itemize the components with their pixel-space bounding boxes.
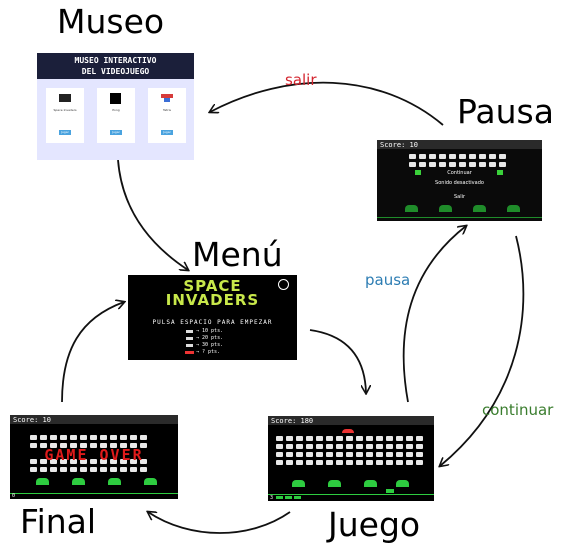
bunker (405, 205, 418, 212)
selector-arrow-icon (415, 170, 421, 175)
invader-row (409, 154, 506, 159)
menu-points-item: → 20 pts. (196, 335, 224, 341)
arrow-pausa-to-juego (440, 235, 525, 466)
invader-row (276, 460, 423, 465)
bunker (36, 478, 49, 485)
museo-card-name: Pong (112, 108, 120, 112)
arrow-menu-to-juego (309, 329, 366, 393)
bunker (396, 480, 409, 487)
invader-row (276, 444, 423, 449)
museo-banner-line1: MUSEO INTERACTIVO (74, 56, 157, 65)
invader-icon (186, 344, 193, 347)
pong-icon (110, 93, 121, 104)
bunker (473, 205, 486, 212)
museo-card-pong[interactable]: Pong Jugar (97, 88, 135, 143)
invader-icon (59, 94, 71, 102)
arrow-juego-to-pausa (402, 226, 466, 403)
final-score: Score: 10 (13, 416, 51, 424)
bunker (439, 205, 452, 212)
bunker (108, 478, 121, 485)
menu-points-item: → 30 pts. (196, 342, 224, 348)
arrow-final-to-menu (61, 302, 124, 403)
museo-card-name: Tetris (163, 108, 171, 112)
pausa-option-salir[interactable]: Salir (453, 194, 466, 200)
museo-card-tetris[interactable]: Tetris Jugar (148, 88, 186, 143)
life-icon (285, 496, 292, 499)
arrow-pausa-to-museo (210, 81, 444, 126)
bunker (144, 478, 157, 485)
museo-card-play-button[interactable]: Jugar (59, 130, 71, 135)
ufo-icon (342, 429, 354, 433)
node-title-final: Final (20, 502, 97, 541)
node-title-menu: Menú (192, 235, 283, 274)
menu-screenshot: SPACE INVADERS PULSA ESPACIO PARA EMPEZA… (128, 275, 297, 360)
invader-icon (186, 337, 193, 340)
museo-banner-line2: DEL VIDEOJUEGO (81, 67, 150, 76)
juego-lives: 3 (270, 495, 274, 501)
menu-prompt: PULSA ESPACIO PARA EMPEZAR (152, 319, 273, 326)
node-title-juego: Juego (328, 505, 421, 544)
pausa-score: Score: 10 (380, 141, 418, 149)
museo-card-space-invaders[interactable]: Space Invaders Jugar (46, 88, 84, 143)
final-footer: 0 (12, 493, 16, 499)
sound-toggle-icon[interactable] (278, 279, 289, 290)
pausa-screenshot: Score: 10 Continuar Sonido desactivado S… (377, 140, 542, 221)
museo-card-play-button[interactable]: Jugar (161, 130, 173, 135)
menu-points-item: → ? pts. (196, 349, 221, 355)
bunker (292, 480, 305, 487)
menu-points-item: → 10 pts. (196, 328, 224, 334)
life-icon (294, 496, 301, 499)
edge-label-salir: salir (285, 71, 317, 89)
menu-logo-line1: SPACE (183, 277, 242, 295)
menu-logo-line2: INVADERS (165, 291, 260, 309)
bunker (72, 478, 85, 485)
arrow-juego-to-final (148, 512, 291, 534)
museo-screenshot: MUSEO INTERACTIVO DEL VIDEOJUEGO Space I… (37, 53, 194, 160)
bunker (507, 205, 520, 212)
invader-row (276, 436, 423, 441)
juego-screenshot: Score: 180 3 (268, 416, 434, 501)
pausa-option-sonido[interactable]: Sonido desactivado (435, 180, 484, 186)
node-title-museo: Museo (57, 2, 165, 41)
final-screenshot: Score: 10 GAME OVER 0 (10, 415, 178, 499)
game-over-text: GAME OVER (44, 446, 144, 464)
node-title-pausa: Pausa (457, 92, 554, 131)
museo-card-play-button[interactable]: Jugar (110, 130, 122, 135)
museo-card-name: Space Invaders (53, 108, 77, 112)
edge-label-continuar: continuar (482, 401, 554, 419)
invader-icon (186, 330, 193, 333)
invader-row (30, 459, 147, 464)
bunker (364, 480, 377, 487)
player-cannon-icon (386, 489, 394, 493)
invader-row (409, 162, 506, 167)
invader-row (30, 435, 147, 440)
tetris-icon (161, 94, 173, 98)
life-icon (276, 496, 283, 499)
pausa-option-continuar[interactable]: Continuar (447, 170, 472, 176)
invader-row (276, 452, 423, 457)
ufo-icon (185, 351, 194, 354)
museo-banner: MUSEO INTERACTIVO DEL VIDEOJUEGO (37, 53, 194, 79)
invader-row (30, 467, 147, 472)
juego-score: Score: 180 (271, 417, 314, 425)
bunker (328, 480, 341, 487)
invader-row (30, 443, 147, 448)
selector-arrow-icon (497, 170, 503, 175)
edge-label-pausa: pausa (365, 271, 411, 289)
arrow-museo-to-menu (117, 159, 188, 270)
